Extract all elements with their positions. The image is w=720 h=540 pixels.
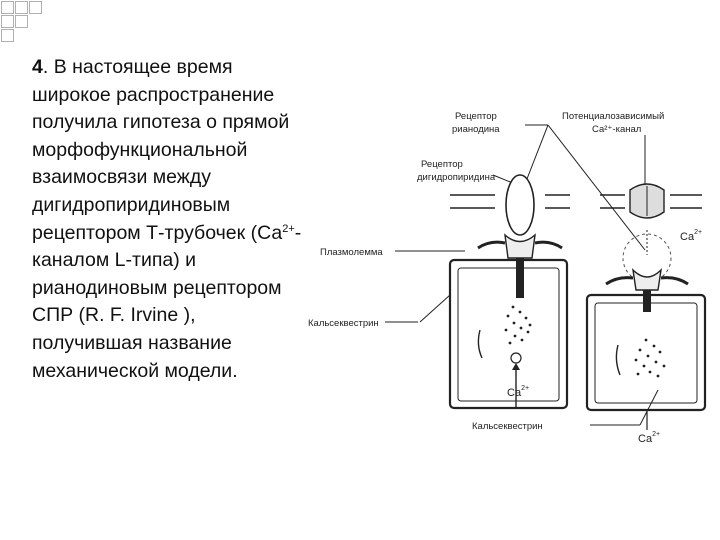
right-sr-inner [594, 302, 698, 404]
ca-bottom-left: Ca2+ [507, 385, 529, 399]
slide-text: 4. В настоящее время широкое распростран… [32, 54, 302, 385]
left-ca-dots [504, 305, 532, 345]
label-plasmalemma: Плазмолемма [320, 247, 383, 258]
text-part-a: . В настоящее время широкое распростране… [32, 56, 290, 244]
right-foot-arm-r [660, 276, 689, 286]
left-calsequestrin-curve [477, 329, 483, 359]
left-sr-inner [457, 267, 560, 402]
label-voltage-channel-1: Потенциалозависимый [562, 111, 664, 122]
superscript: 2+ [282, 222, 295, 235]
label-dhp-receptor-2: дигидропиридина [417, 172, 496, 183]
ca-right: Ca2+ [680, 229, 702, 243]
label-ryanodine-receptor-1: Рецептор [455, 111, 497, 122]
right-channel-stem [643, 290, 651, 312]
label-voltage-channel-2: Са²⁺-канал [592, 124, 641, 135]
dhp-receptor-shape [505, 174, 535, 236]
deco-square [1, 15, 14, 28]
left-ryanodine-head [504, 233, 536, 259]
text-part-b: -каналом L-типа) и рианодиновым рецептор… [32, 221, 302, 382]
decorative-squares [1, 1, 42, 42]
left-sr-box [448, 258, 569, 410]
right-calsequestrin-curve [615, 344, 621, 376]
label-calsequestrin-left: Кальсеквестрин [308, 318, 379, 329]
slide-number: 4 [32, 56, 43, 78]
deco-square [15, 1, 28, 14]
left-ca-arrowhead [512, 363, 520, 370]
deco-square [29, 1, 42, 14]
right-sr-box [585, 293, 707, 412]
deco-square [1, 1, 14, 14]
ca-cloud [622, 233, 672, 283]
deco-square [15, 15, 28, 28]
mechanical-model-diagram: Рецептор рианодина Потенциалозависимый С… [308, 111, 707, 445]
right-ca-dots [634, 338, 666, 378]
left-plasmalemma [450, 194, 570, 209]
left-pump [510, 352, 522, 364]
right-ryanodine-head [631, 268, 663, 291]
left-foot-arm-r [534, 240, 563, 250]
left-foot-arm-l [477, 240, 506, 250]
right-plasmalemma [600, 194, 702, 209]
left-channel-stem [516, 258, 524, 298]
ca-bottom-right: Ca2+ [638, 431, 660, 445]
label-dhp-receptor-1: Рецептор [421, 159, 463, 170]
right-foot-arm-l [605, 276, 634, 286]
label-calsequestrin-bottom: Кальсеквестрин [472, 421, 543, 432]
deco-square [1, 29, 14, 42]
label-ryanodine-receptor-2: рианодина [452, 124, 500, 135]
